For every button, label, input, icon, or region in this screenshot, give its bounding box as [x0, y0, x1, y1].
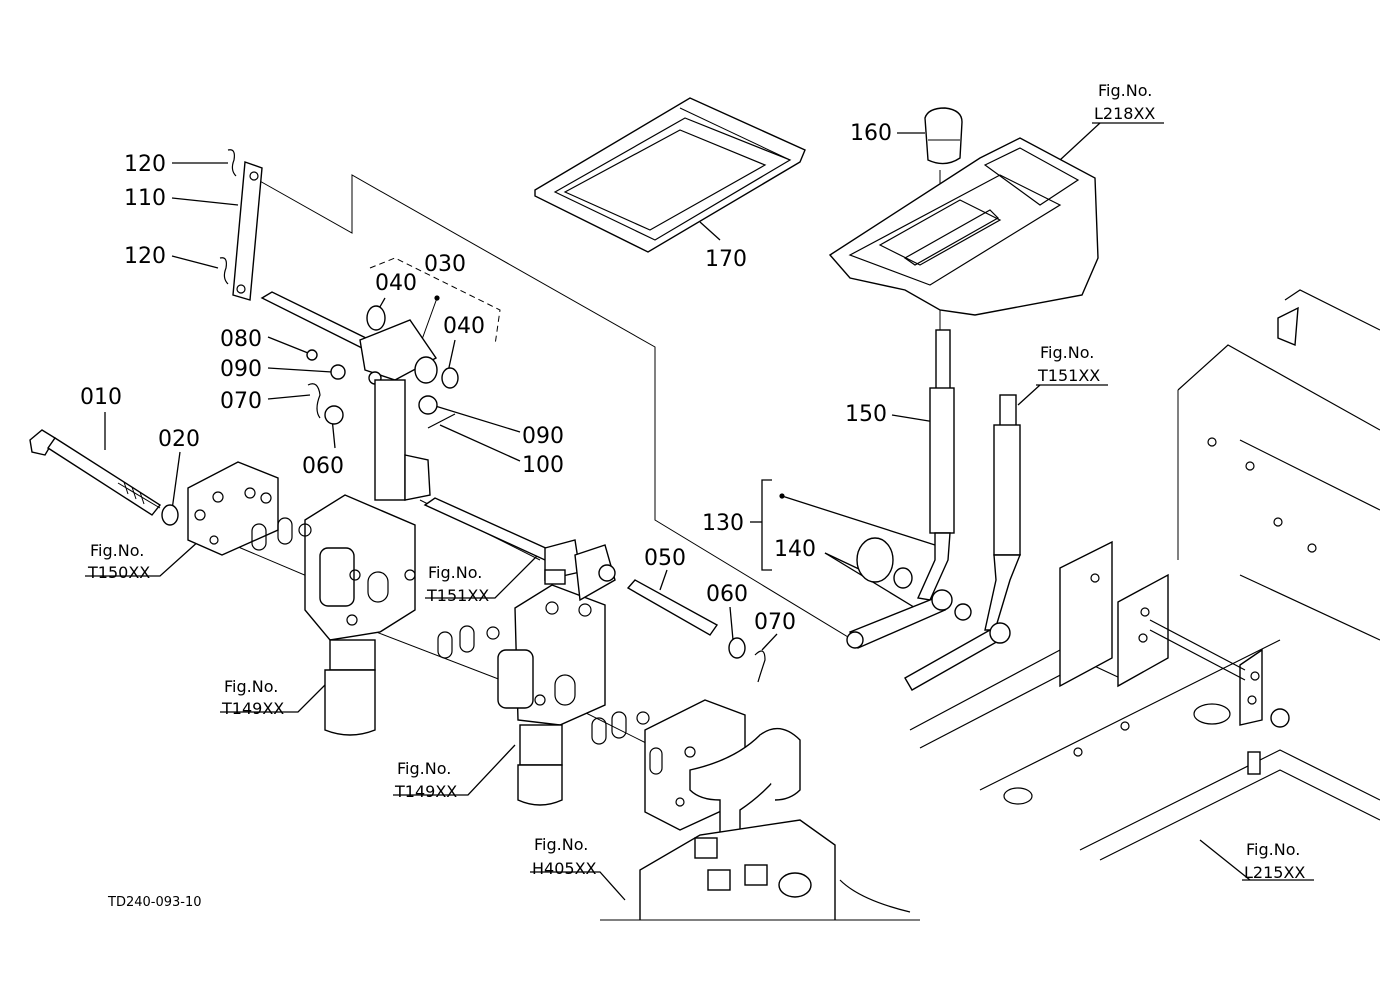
part-110-bar — [219, 149, 263, 301]
label-060-b: 060 — [706, 582, 748, 607]
part-160-knob — [924, 107, 963, 165]
part-010-bolt — [29, 429, 179, 526]
label-020: 020 — [158, 427, 200, 452]
fig-ref-t151-mid: T151XX — [426, 586, 489, 605]
label-110: 110 — [124, 186, 166, 211]
pump-assembly-h405 — [591, 699, 920, 921]
fig-label-l218: Fig.No. — [1098, 81, 1152, 100]
label-090-a: 090 — [220, 357, 262, 382]
label-160: 160 — [850, 121, 892, 146]
part-140-link — [846, 537, 1011, 691]
cover-plate-t150 — [187, 461, 293, 556]
label-010: 010 — [80, 385, 122, 410]
fig-ref-h405: H405XX — [532, 859, 597, 878]
label-080: 080 — [220, 327, 262, 352]
fig-label-l215: Fig.No. — [1246, 840, 1300, 859]
fig-ref-t151-right: T151XX — [1037, 366, 1100, 385]
valve-2 — [298, 523, 616, 806]
figure-reference-labels: Fig.No. L218XX Fig.No. T151XX Fig.No. T1… — [87, 81, 1305, 882]
part-number-labels: 010 020 030 040 040 050 060 060 070 070 … — [80, 121, 892, 635]
fig-ref-t149-mid: T149XX — [394, 782, 457, 801]
bracket-plates — [1059, 540, 1290, 728]
part-030-arm — [260, 291, 459, 501]
label-090-b: 090 — [522, 424, 564, 449]
fig-label-t150: Fig.No. — [90, 541, 144, 560]
label-170: 170 — [705, 247, 747, 272]
label-070-b: 070 — [754, 610, 796, 635]
fig-label-t149-left: Fig.No. — [224, 677, 278, 696]
part-170-mat — [534, 97, 806, 253]
fig-label-t149-mid: Fig.No. — [397, 759, 451, 778]
frame-plate — [1177, 289, 1380, 641]
part-050-pin — [626, 579, 766, 683]
label-140: 140 — [774, 537, 816, 562]
fig-ref-t149-left: T149XX — [221, 699, 284, 718]
valve-1 — [304, 454, 431, 736]
label-120-a: 120 — [124, 152, 166, 177]
drawing-code: TD240-093-10 — [107, 895, 202, 910]
label-040-b: 040 — [443, 314, 485, 339]
label-100: 100 — [522, 453, 564, 478]
label-070-a: 070 — [220, 389, 262, 414]
label-040-a: 040 — [375, 271, 417, 296]
fig-ref-l218: L218XX — [1094, 104, 1155, 123]
small-parts-left — [307, 383, 456, 429]
fig-label-t151-mid: Fig.No. — [428, 563, 482, 582]
fig-label-h405: Fig.No. — [534, 835, 588, 854]
label-150: 150 — [845, 402, 887, 427]
fig-label-t151-right: Fig.No. — [1040, 343, 1094, 362]
label-120-b: 120 — [124, 244, 166, 269]
fig-ref-t150: T150XX — [87, 563, 150, 582]
console-housing — [828, 137, 1099, 316]
fig-ref-l215: L215XX — [1244, 863, 1305, 882]
floor-deck — [909, 639, 1380, 861]
label-130: 130 — [702, 511, 744, 536]
label-060-a: 060 — [302, 454, 344, 479]
part-150-lever — [916, 329, 955, 601]
label-030: 030 — [424, 252, 466, 277]
label-050: 050 — [644, 546, 686, 571]
lever-t151 — [984, 394, 1022, 631]
